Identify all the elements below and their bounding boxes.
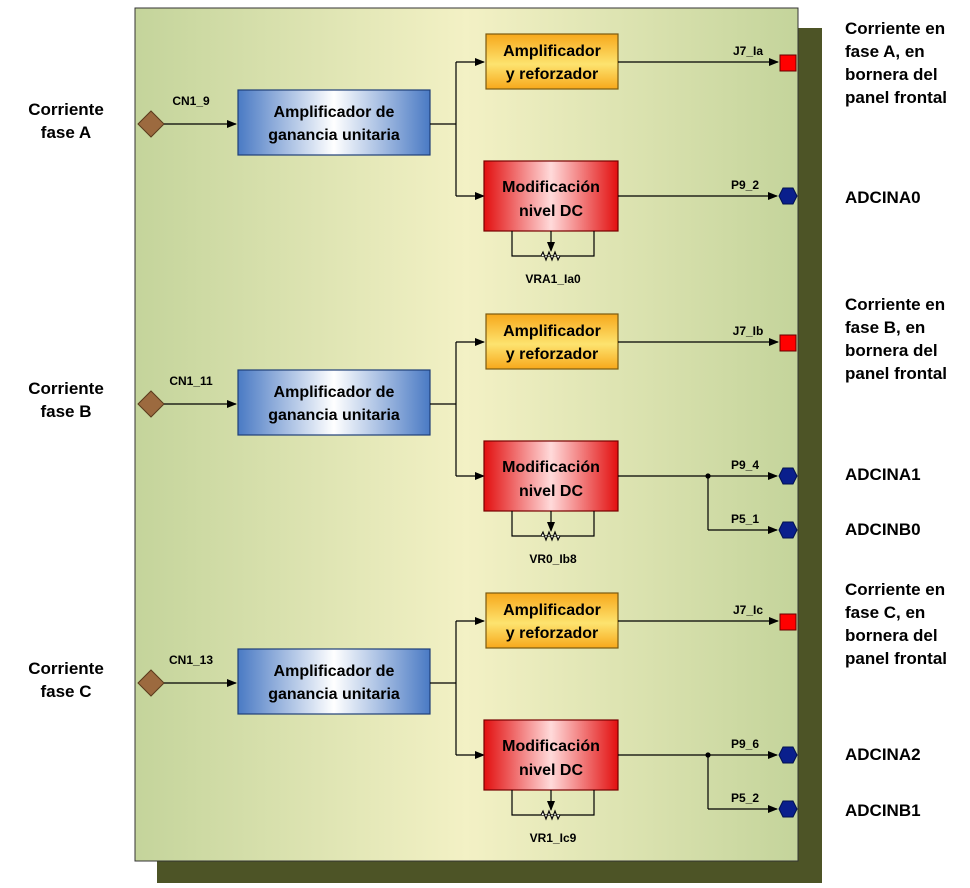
adc-pin-label: P9_6 xyxy=(731,737,759,751)
dc-level-label-1: Modificación xyxy=(502,738,600,755)
adc-label-adcina0: ADCINA0 xyxy=(845,188,921,207)
amplifier-buffer-block xyxy=(485,592,619,649)
front-terminal-connector xyxy=(779,334,797,352)
unity-gain-amplifier-block xyxy=(237,369,431,436)
front-terminal-label: J7_Ic xyxy=(733,603,763,617)
unity-gain-label-1: Amplificador de xyxy=(274,663,395,680)
trim-potentiometer xyxy=(511,790,595,821)
unity-gain-label-1: Amplificador de xyxy=(274,104,395,121)
potentiometer-label: VR0_Ib8 xyxy=(529,552,577,566)
unity-gain-label-1: Amplificador de xyxy=(274,384,395,401)
amplifier-buffer-label-1: Amplificador xyxy=(503,43,601,60)
input-connector-label: CN1_11 xyxy=(169,374,213,388)
unity-gain-label-2: ganancia unitaria xyxy=(268,127,400,144)
dc-level-block xyxy=(483,160,619,232)
junction-dot xyxy=(705,473,711,479)
potentiometer-label: VR1_Ic9 xyxy=(530,831,577,845)
adc-pin-label: P9_2 xyxy=(731,178,759,192)
adc-pin-label: P5_2 xyxy=(731,791,759,805)
dc-level-block xyxy=(483,440,619,512)
amplifier-buffer-label-2: y reforzador xyxy=(506,625,598,642)
dc-level-label-2: nivel DC xyxy=(519,483,583,500)
adc-connector xyxy=(778,467,798,485)
unity-gain-amplifier-block xyxy=(237,648,431,715)
front-terminal-connector xyxy=(779,54,797,72)
potentiometer-label: VRA1_Ia0 xyxy=(525,272,581,286)
amplifier-buffer-label-2: y reforzador xyxy=(506,66,598,83)
adc-label-adcina1: ADCINA1 xyxy=(845,465,921,484)
dc-level-label-1: Modificación xyxy=(502,459,600,476)
dc-level-label-2: nivel DC xyxy=(519,203,583,220)
adc-connector xyxy=(778,746,798,764)
adc-pin-label: P5_1 xyxy=(731,512,759,526)
adc-pin-label: P9_4 xyxy=(731,458,759,472)
amplifier-buffer-label-1: Amplificador xyxy=(503,602,601,619)
input-connector-label: CN1_13 xyxy=(169,653,213,667)
dc-level-label-1: Modificación xyxy=(502,179,600,196)
dc-level-block xyxy=(483,719,619,791)
amplifier-buffer-block xyxy=(485,33,619,90)
amplifier-buffer-label-2: y reforzador xyxy=(506,346,598,363)
unity-gain-label-2: ganancia unitaria xyxy=(268,407,400,424)
front-terminal-label: J7_Ia xyxy=(733,44,763,58)
adc-label-adcina2: ADCINA2 xyxy=(845,745,921,764)
adc-connector xyxy=(778,521,798,539)
adc-label-adcinb1: ADCINB1 xyxy=(845,801,921,820)
unity-gain-label-2: ganancia unitaria xyxy=(268,686,400,703)
circuit-board xyxy=(134,7,799,862)
input-connector-label: CN1_9 xyxy=(172,94,210,108)
trim-potentiometer xyxy=(511,231,595,262)
trim-potentiometer xyxy=(511,511,595,542)
unity-gain-amplifier-block xyxy=(237,89,431,156)
front-terminal-connector xyxy=(779,613,797,631)
amplifier-buffer-label-1: Amplificador xyxy=(503,323,601,340)
dc-level-label-2: nivel DC xyxy=(519,762,583,779)
adc-connector xyxy=(778,187,798,205)
adc-connector xyxy=(778,800,798,818)
adc-label-adcinb0: ADCINB0 xyxy=(845,520,921,539)
front-terminal-label: J7_Ib xyxy=(733,324,764,338)
